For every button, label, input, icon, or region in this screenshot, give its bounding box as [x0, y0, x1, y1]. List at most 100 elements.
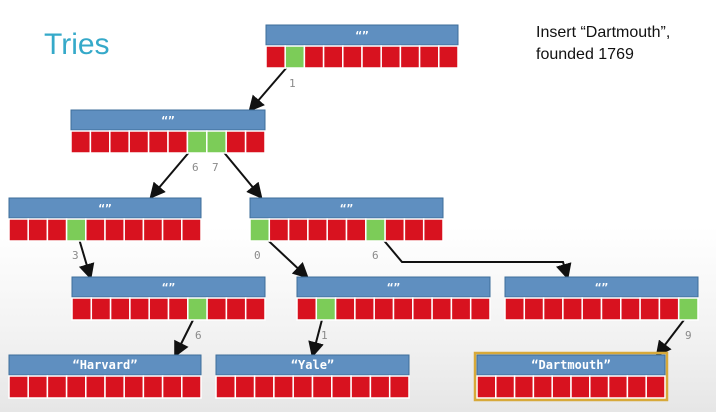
empty-child-cell [607, 375, 629, 399]
empty-child-cell [292, 375, 314, 399]
empty-child-cell [450, 297, 472, 321]
empty-child-cell [639, 297, 661, 321]
empty-child-cell [85, 375, 106, 399]
node-label: “” [161, 114, 174, 127]
trie-node-n176: “” [504, 276, 699, 321]
empty-child-cell [589, 375, 610, 399]
empty-child-cell [369, 375, 391, 399]
empty-child-cell [244, 130, 266, 154]
empty-child-cell [326, 218, 348, 242]
empty-child-cell [542, 297, 564, 321]
node-label: “” [595, 281, 608, 294]
empty-child-cell [167, 297, 189, 321]
empty-child-cell [161, 218, 183, 242]
empty-child-cell [354, 297, 375, 321]
empty-child-cell [215, 375, 237, 399]
empty-child-cell [495, 375, 516, 399]
empty-child-cell [322, 45, 344, 69]
active-child-cell [187, 297, 208, 321]
empty-child-cell [581, 297, 603, 321]
trie-edge-arrow [375, 230, 572, 280]
empty-child-cell [399, 45, 421, 69]
empty-child-cell [645, 375, 666, 399]
empty-child-cell [27, 218, 49, 242]
empty-child-cell [418, 45, 440, 69]
empty-child-cell [307, 218, 328, 242]
empty-child-cell [311, 375, 333, 399]
empty-child-cell [388, 375, 410, 399]
empty-child-cell [345, 218, 367, 242]
node-header [215, 354, 410, 376]
empty-child-cell [27, 375, 49, 399]
trie-node-n163: “” [71, 276, 266, 321]
empty-child-cell [265, 45, 286, 69]
trie-node-yale: “Yale” [215, 354, 410, 399]
empty-child-cell [90, 297, 112, 321]
empty-child-cell [373, 297, 395, 321]
empty-child-cell [161, 375, 183, 399]
empty-child-cell [85, 218, 106, 242]
slide-caption: Insert “Dartmouth”, founded 1769 [536, 22, 716, 66]
empty-child-cell [403, 218, 425, 242]
empty-child-cell [70, 130, 92, 154]
empty-child-cell [331, 375, 352, 399]
empty-child-cell [8, 375, 29, 399]
caption-line-1: Insert “Dartmouth”, [536, 24, 671, 41]
empty-child-cell [504, 297, 526, 321]
empty-child-cell [147, 130, 169, 154]
empty-child-cell [109, 130, 130, 154]
edge-index-label: 1 [321, 329, 328, 342]
node-header [504, 276, 699, 298]
empty-child-cell [658, 297, 680, 321]
empty-child-cell [181, 218, 202, 242]
empty-child-cell [268, 218, 290, 242]
edge-index-label: 9 [685, 329, 692, 342]
node-header [8, 197, 202, 219]
trie-node-harvard: “Harvard” [8, 354, 202, 399]
empty-child-cell [303, 45, 325, 69]
empty-child-cell [513, 375, 535, 399]
node-header [70, 109, 266, 131]
active-child-cell [206, 130, 227, 154]
empty-child-cell [361, 45, 382, 69]
edge-index-label: 6 [195, 329, 202, 342]
trie-node-dartmouth: “Dartmouth” [473, 351, 669, 402]
inserted-node-highlight [473, 351, 669, 402]
empty-child-cell [104, 375, 125, 399]
empty-child-cell [244, 297, 266, 321]
empty-child-cell [129, 297, 150, 321]
empty-child-cell [123, 218, 145, 242]
active-child-cell [186, 130, 208, 154]
empty-child-cell [142, 375, 164, 399]
edge-index-label: 6 [192, 161, 199, 174]
node-label: “Yale” [291, 358, 334, 372]
empty-child-cell [225, 130, 247, 154]
node-header [476, 354, 666, 376]
empty-child-cell [626, 375, 647, 399]
trie-node-n17: “” [249, 197, 444, 242]
active-child-cell [315, 297, 337, 321]
empty-child-cell [350, 375, 372, 399]
active-child-cell [65, 218, 87, 242]
node-label: “Dartmouth” [531, 358, 610, 372]
slide-title: Tries [44, 28, 110, 61]
empty-child-cell [167, 130, 189, 154]
empty-child-cell [469, 297, 491, 321]
empty-child-cell [273, 375, 294, 399]
edge-index-label: 3 [72, 249, 79, 262]
empty-child-cell [123, 375, 145, 399]
node-header [296, 276, 491, 298]
node-label: “” [387, 281, 400, 294]
caption-line-2: founded 1769 [536, 46, 634, 63]
empty-child-cell [620, 297, 641, 321]
empty-child-cell [551, 375, 572, 399]
node-label: “” [98, 202, 111, 215]
node-header [8, 354, 202, 376]
empty-child-cell [438, 45, 459, 69]
empty-child-cell [65, 375, 87, 399]
empty-child-cell [181, 375, 202, 399]
empty-child-cell [128, 130, 150, 154]
trie-node-root: “” [265, 24, 459, 69]
empty-child-cell [234, 375, 256, 399]
